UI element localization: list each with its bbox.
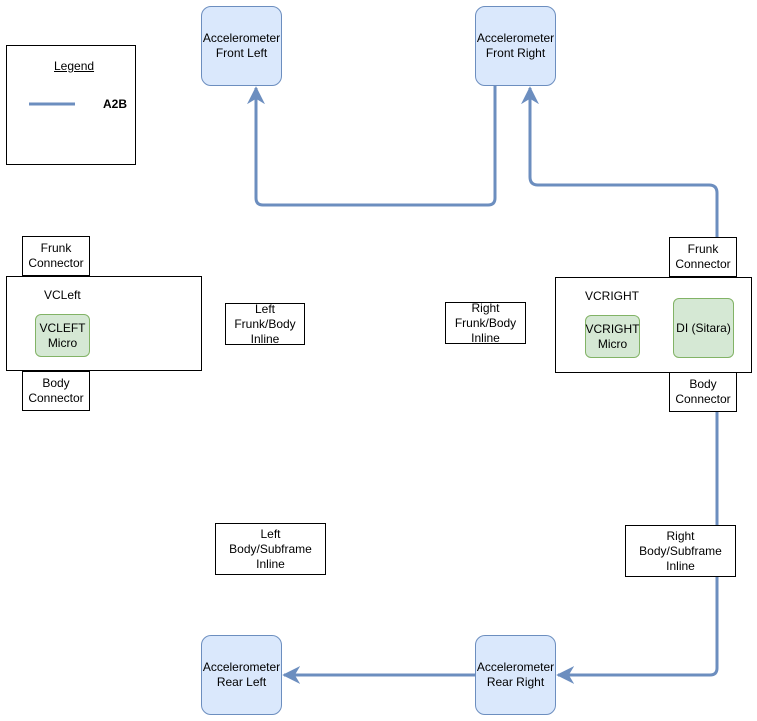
vcleft-title: VCLeft: [44, 288, 81, 302]
vcright-di-sitara[interactable]: DI (Sitara): [673, 298, 734, 358]
a2b-link-vcright-to-front-right: [521, 86, 719, 237]
accelerometer-rear-right[interactable]: Accelerometer Rear Right: [475, 635, 556, 715]
accelerometer-front-right[interactable]: Accelerometer Front Right: [475, 6, 556, 86]
vcright-micro[interactable]: VCRIGHT Micro: [585, 315, 640, 358]
right-body-subframe-inline[interactable]: Right Body/Subframe Inline: [625, 525, 736, 577]
vcright-title: VCRIGHT: [585, 289, 639, 303]
right-frunk-body-inline[interactable]: Right Frunk/Body Inline: [445, 301, 526, 345]
legend-line-label: A2B: [103, 97, 128, 111]
vcright-body-connector[interactable]: Body Connector: [669, 372, 737, 412]
accelerometer-front-left[interactable]: Accelerometer Front Left: [201, 6, 282, 86]
accelerometer-rear-left[interactable]: Accelerometer Rear Left: [201, 635, 282, 715]
vcleft-micro[interactable]: VCLEFT Micro: [35, 314, 90, 357]
left-body-subframe-inline[interactable]: Left Body/Subframe Inline: [215, 523, 326, 575]
legend-title: Legend: [54, 59, 95, 73]
left-frunk-body-inline[interactable]: Left Frunk/Body Inline: [225, 302, 305, 346]
legend-line-sample: [29, 102, 75, 106]
a2b-link-vcright-to-rear-right: [558, 412, 719, 675]
vcleft-frunk-connector[interactable]: Frunk Connector: [22, 236, 90, 276]
a2b-link-front-right-to-front-left: [247, 86, 497, 207]
vcleft-body-connector[interactable]: Body Connector: [22, 371, 90, 411]
vcright-frunk-connector[interactable]: Frunk Connector: [669, 237, 737, 277]
